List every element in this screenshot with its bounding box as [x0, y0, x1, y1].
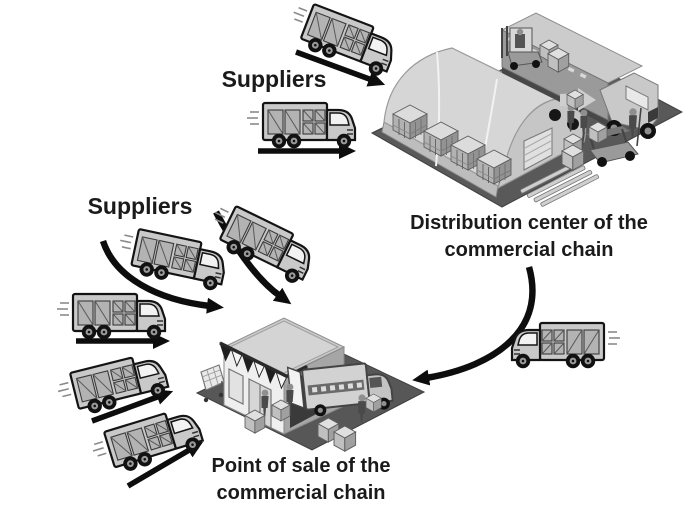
box-icon [244, 409, 266, 434]
flow-arrows [76, 49, 536, 489]
warehouse-door [523, 127, 553, 171]
distribution-center-label-line1: Distribution center of the [410, 212, 648, 234]
supplier-truck-icon [53, 349, 172, 422]
flow-arrow-supplier-left-4 [91, 389, 174, 424]
distribution-center-label-line2: commercial chain [444, 239, 614, 261]
distribution-center-label: Distribution center of the commercial ch… [398, 210, 660, 264]
point-of-sale-label: Point of sale of the commercial chain [190, 453, 412, 507]
supplier-truck-icon [55, 292, 167, 341]
box-icon [271, 399, 291, 422]
distribution-center-illustration [370, 12, 683, 208]
suppliers-top-label: Suppliers [216, 66, 332, 92]
flow-arrow-supplier-top-1 [295, 49, 386, 87]
warehouse-tent [381, 47, 587, 198]
box-icon [333, 425, 357, 452]
suppliers-top-text: Suppliers [221, 66, 327, 92]
plank-pile [520, 161, 599, 207]
suppliers-left-label: Suppliers [82, 193, 198, 219]
flow-arrow-dc-to-pos [412, 266, 536, 386]
point-of-sale-illustration [195, 317, 426, 452]
transfer-truck-icon [510, 321, 622, 370]
point-of-sale-label-line1: Point of sale of the [211, 455, 391, 477]
point-of-sale-label-line2: commercial chain [216, 482, 386, 504]
box-icon [365, 393, 382, 413]
flow-arrow-supplier-left-curved-2 [213, 210, 292, 305]
forklift [501, 26, 570, 73]
box-icon [588, 121, 608, 144]
box-icon [566, 89, 584, 110]
supplier-truck-icon [245, 101, 357, 150]
suppliers-left-text: Suppliers [87, 193, 193, 219]
shopping-cart-icon [200, 364, 225, 403]
flow-arrow-supplier-left-curved-1 [99, 239, 224, 314]
flow-arrow-supplier-left-5 [126, 441, 204, 489]
